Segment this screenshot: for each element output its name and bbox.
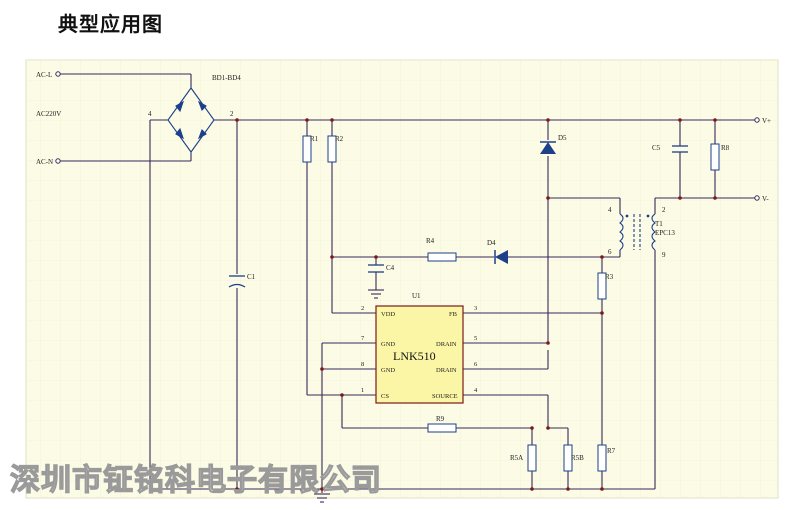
t1-pin-2: 2 [662,206,666,214]
capacitor-c4 [368,264,384,273]
resistor-r5a [527,444,537,472]
resistor-r3 [597,272,607,300]
chip-name: LNK510 [393,349,436,363]
resistor-r1 [302,135,312,163]
r7-label: R7 [607,447,616,455]
pin-source: SOURCE [432,393,458,400]
c4-label: C4 [386,264,395,272]
d5-label: D5 [558,134,567,142]
pin-gnd-2: GND [381,367,395,374]
r5b-label: R5B [571,454,584,462]
pin-drain-2: DRAIN [436,367,457,374]
resistor-r7 [597,444,607,472]
pin-vdd: VDD [381,311,395,318]
bridge-rectifier [167,87,215,153]
t1-pin-9: 9 [662,251,666,259]
bridge-node-2: 2 [230,110,234,118]
company-watermark: 深圳市钲铭科电子有限公司 [10,463,382,498]
r3-label: R3 [605,273,614,281]
resistor-r4 [427,252,457,262]
t1-core-label: EPC13 [655,229,675,237]
ac-n-label: AC-N [36,158,53,166]
pin-gnd-1: GND [381,341,395,348]
pin-drain-1: DRAIN [436,341,457,348]
diode-d5 [540,141,556,154]
pin-num-4: 4 [474,387,478,394]
pin-num-8: 8 [361,361,364,368]
pin-num-6: 6 [474,361,478,368]
pin-num-3: 3 [474,305,477,312]
pin-num-7: 7 [361,335,365,342]
vminus-terminal [754,195,760,201]
resistor-r5b [563,444,573,472]
pin-num-5: 5 [474,335,477,342]
resistor-r2 [327,135,337,163]
ac-voltage-label: AC220V [36,110,61,118]
pin-cs: CS [381,393,389,400]
vplus-label: V+ [762,117,771,125]
r5a-label: R5A [510,454,523,462]
r2-label: R2 [335,135,344,143]
ground-symbol-c4 [368,289,384,299]
t1-pin-6: 6 [608,248,612,256]
r8-label: R8 [721,144,730,152]
d4-label: D4 [487,239,496,247]
wires [60,73,755,493]
page-title: 典型应用图 [58,12,163,36]
t1-pin-4: 4 [608,206,612,214]
t1-label: T1 [655,220,663,228]
vplus-terminal [754,117,760,123]
c5-label: C5 [652,144,661,152]
diode-d4 [494,250,508,264]
c1-label: C1 [247,273,256,281]
junction-dots [235,118,717,491]
r4-label: R4 [426,237,435,245]
capacitor-c1 [228,275,246,288]
resistor-r8 [710,143,720,171]
r1-label: R1 [310,135,319,143]
u1-label: U1 [412,292,421,300]
capacitor-c5 [672,145,688,153]
resistor-r9 [427,423,457,433]
pin-num-2: 2 [361,305,364,312]
ic-u1 [375,305,464,404]
bridge-label: BD1-BD4 [212,74,241,82]
transformer-t1 [619,213,656,251]
ac-l-terminal [55,71,61,77]
vminus-label: V- [762,195,769,203]
bridge-node-4: 4 [148,110,152,118]
ac-l-label: AC-L [36,71,52,79]
r9-label: R9 [436,415,445,423]
ground-symbol-main [314,493,330,503]
pin-num-1: 1 [361,387,364,394]
pin-fb: FB [449,311,458,318]
ac-n-terminal [55,158,61,164]
